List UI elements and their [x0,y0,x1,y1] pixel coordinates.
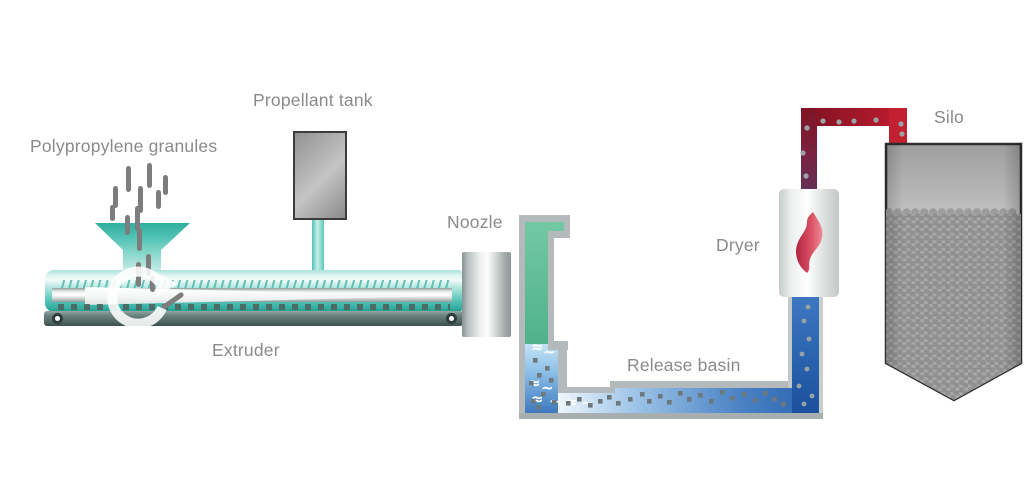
label-release-basin: Release basin [627,355,741,375]
base-bolt-right [446,313,457,324]
granule [125,215,130,235]
label-dryer: Dryer [716,235,760,255]
granule [163,175,168,195]
granule [110,205,115,221]
label-silo: Silo [934,107,964,127]
granule [146,254,151,276]
base-bolt-left [52,313,63,324]
propellant-tank [293,131,347,220]
granule [113,186,118,208]
granule [126,166,131,192]
granule [150,276,155,292]
label-propellant-tank: Propellant tank [253,90,373,110]
label-extruder: Extruder [212,340,280,360]
granule [135,206,140,231]
granule [136,262,141,287]
nozzle-cylinder [462,252,511,337]
granule [138,186,143,213]
granule [160,291,185,311]
label-polypropylene-granules: Polypropylene granules [30,136,218,156]
granule [147,163,152,188]
conveyed-granule-dashes [58,304,450,310]
label-noozle: Noozle [447,212,503,232]
granule [137,228,142,251]
granule [156,190,161,209]
